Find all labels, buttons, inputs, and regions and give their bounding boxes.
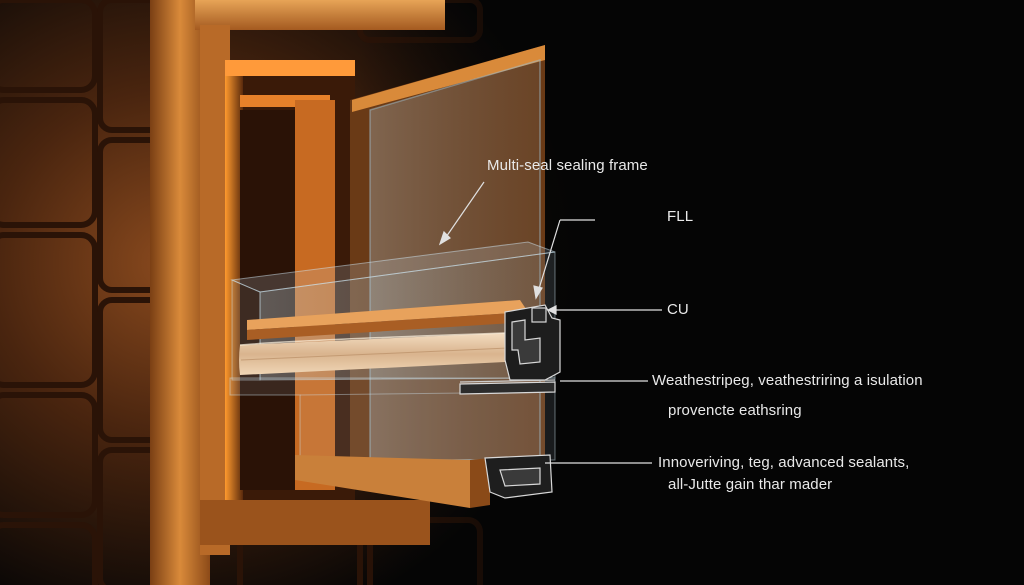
window-frame <box>150 0 445 585</box>
seal-rolls <box>239 332 509 375</box>
callout-weather-label-2: provencte eathsring <box>668 402 802 419</box>
seal-profile-cross-section <box>459 304 561 499</box>
callout-cu-label: CU <box>667 301 689 318</box>
callout-fll-label: FLL <box>667 208 694 225</box>
callout-innov-label-2: all-Jutte gain thar mader <box>668 476 833 493</box>
leader-frame <box>443 181 485 241</box>
callout-frame-label: Multi-seal sealing frame <box>487 157 648 174</box>
callout-innov-label-1: Innoveriving, teg, advanced sealants, <box>658 454 910 471</box>
callout-leaders <box>438 181 662 464</box>
callout-weather-label-1: Weathestripeg, veathestriring a isulatio… <box>652 372 923 389</box>
wood-sill-bottom <box>295 455 490 508</box>
wood-strip-top <box>247 300 528 340</box>
